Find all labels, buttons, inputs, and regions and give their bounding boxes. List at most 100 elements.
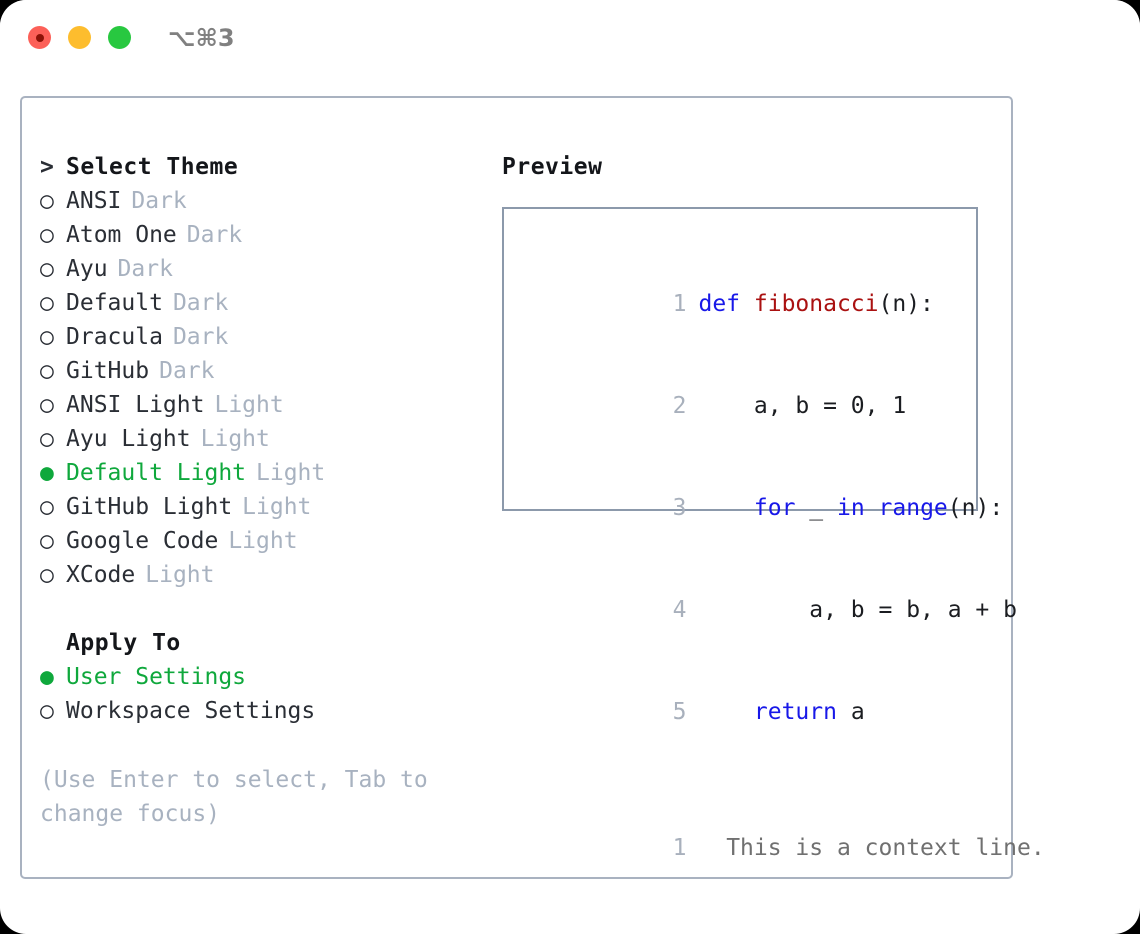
theme-variant: Dark: [186, 222, 243, 248]
theme-name: Default: [66, 290, 163, 316]
theme-name: GitHub: [66, 358, 150, 384]
theme-variant: Light: [200, 426, 270, 452]
theme-variant: Dark: [159, 358, 215, 384]
keyboard-hint-text: (Use Enter to select, Tab to change focu…: [40, 767, 428, 827]
code-token: fibonacci: [753, 291, 879, 317]
radio-icon: ○: [40, 290, 54, 316]
radio-icon: ○: [40, 562, 54, 588]
code-line: 4 a, b = b, a + b: [522, 559, 1017, 661]
code-token: return: [753, 699, 837, 725]
theme-name: Dracula: [66, 324, 163, 350]
radio-icon: ○: [40, 528, 54, 554]
radio-selected-icon: ●: [40, 664, 54, 690]
theme-item-atom-one[interactable]: ○ Atom One Dark: [40, 218, 480, 252]
list-section-spacer: [40, 592, 480, 626]
code-token: [698, 495, 753, 521]
code-token: (n):: [947, 495, 1004, 521]
theme-name: Ayu: [66, 256, 108, 282]
code-token: range: [878, 495, 948, 521]
window-controls: [28, 26, 131, 49]
minimize-button[interactable]: [68, 26, 91, 49]
select-theme-title: Select Theme: [66, 154, 239, 180]
theme-variant: Dark: [172, 324, 229, 350]
apply-to-option-label: User Settings: [66, 664, 247, 690]
theme-item-ayu[interactable]: ○ Ayu Dark: [40, 252, 480, 286]
code-token: (n):: [878, 291, 934, 317]
radio-icon: ○: [40, 222, 54, 248]
code-token: def: [698, 291, 754, 317]
theme-item-github[interactable]: ○ GitHub Dark: [40, 354, 480, 388]
code-token: a, b = b, a + b: [698, 597, 1017, 623]
close-button[interactable]: [28, 26, 51, 49]
theme-variant: Light: [256, 460, 326, 486]
code-token: [698, 699, 753, 725]
theme-item-ansi-light[interactable]: ○ ANSI Light Light: [40, 388, 480, 422]
code-line: 5 return a: [522, 661, 976, 763]
theme-variant: Light: [242, 494, 312, 520]
theme-item-dracula[interactable]: ○ Dracula Dark: [40, 320, 480, 354]
zoom-button[interactable]: [108, 26, 131, 49]
diff-line-context: 1 This is a context line.: [522, 797, 1045, 899]
theme-item-xcode[interactable]: ○ XCode Light: [40, 558, 480, 592]
theme-item-default[interactable]: ○ Default Dark: [40, 286, 480, 320]
radio-icon: ○: [40, 188, 54, 214]
code-line: 2 a, b = 0, 1: [522, 355, 976, 457]
theme-name: Atom One: [66, 222, 177, 248]
apply-to-header: Apply To: [40, 626, 480, 660]
apply-to-title: Apply To: [66, 630, 181, 656]
apply-to-option-user-settings[interactable]: ● User Settings: [40, 660, 480, 694]
code-token: in: [836, 495, 865, 521]
theme-name: ANSI: [66, 188, 122, 214]
theme-name: GitHub Light: [66, 494, 233, 520]
line-number: 1: [672, 291, 687, 317]
keyboard-shortcut-label: ⌥⌘3: [168, 24, 235, 52]
preview-title: Preview: [502, 154, 603, 180]
code-token: [865, 495, 879, 521]
code-token: a: [836, 699, 865, 725]
select-theme-header: >Select Theme: [40, 150, 480, 184]
theme-item-github-light[interactable]: ○ GitHub Light Light: [40, 490, 480, 524]
code-token: _: [795, 495, 837, 521]
preview-gap: [522, 763, 976, 797]
apply-to-option-workspace-settings[interactable]: ○ Workspace Settings: [40, 694, 480, 728]
radio-icon: ○: [40, 698, 54, 724]
code-token: a, b = 0, 1: [698, 393, 907, 419]
diff-sign: [698, 835, 712, 861]
radio-icon: ○: [40, 324, 54, 350]
theme-name: Ayu Light: [66, 426, 191, 452]
theme-variant: Dark: [117, 256, 173, 282]
theme-item-default-light[interactable]: ● Default Light Light: [40, 456, 480, 490]
theme-item-ansi[interactable]: ○ ANSI Dark: [40, 184, 480, 218]
radio-icon: ○: [40, 494, 54, 520]
theme-name: Default Light: [66, 460, 247, 486]
radio-icon: ○: [40, 426, 54, 452]
theme-variant: Dark: [131, 188, 187, 214]
theme-name: ANSI Light: [66, 392, 205, 418]
line-number: 1: [672, 835, 687, 861]
theme-variant: Light: [228, 528, 298, 554]
theme-name: Google Code: [66, 528, 219, 554]
line-number: 3: [672, 495, 687, 521]
line-number: 5: [672, 699, 687, 725]
apply-to-option-label: Workspace Settings: [66, 698, 316, 724]
radio-icon: ○: [40, 392, 54, 418]
title-bar: ⌥⌘3: [0, 0, 1140, 78]
diff-line-deleted: 2- This line was deleted.: [522, 899, 976, 934]
theme-variant: Light: [214, 392, 284, 418]
radio-icon: ○: [40, 358, 54, 384]
theme-variant: Light: [145, 562, 215, 588]
code-line: 1 def fibonacci(n):: [522, 253, 976, 355]
line-number: 2: [672, 393, 687, 419]
line-number: 4: [672, 597, 687, 623]
theme-name: XCode: [66, 562, 136, 588]
theme-item-google-code[interactable]: ○ Google Code Light: [40, 524, 480, 558]
theme-variant: Dark: [172, 290, 229, 316]
theme-item-ayu-light[interactable]: ○ Ayu Light Light: [40, 422, 480, 456]
radio-icon: ○: [40, 256, 54, 282]
radio-selected-icon: ●: [40, 460, 54, 486]
